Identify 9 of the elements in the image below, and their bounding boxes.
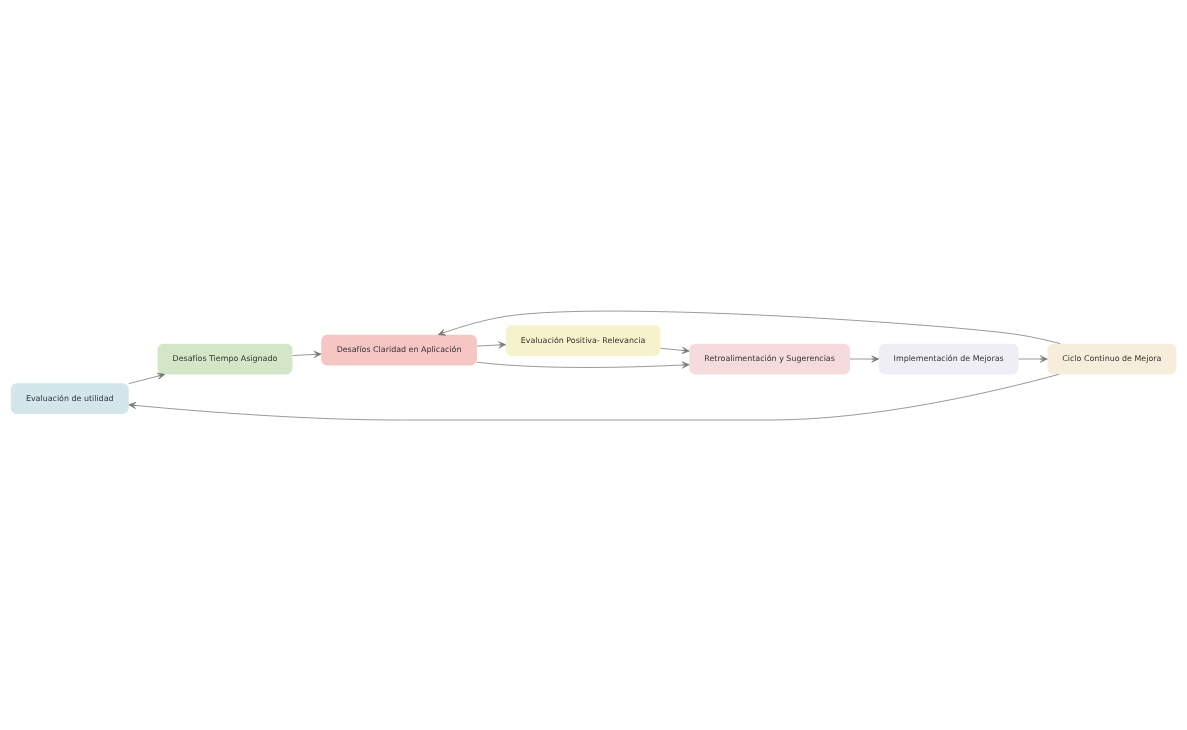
arrow <box>437 310 1061 344</box>
arrow <box>1018 355 1048 362</box>
arrow <box>849 355 880 362</box>
arrow <box>476 361 690 368</box>
arrow <box>292 350 322 358</box>
arrow <box>660 346 690 354</box>
arrow <box>128 373 1059 420</box>
arrow <box>128 372 166 384</box>
arrow <box>476 341 506 348</box>
